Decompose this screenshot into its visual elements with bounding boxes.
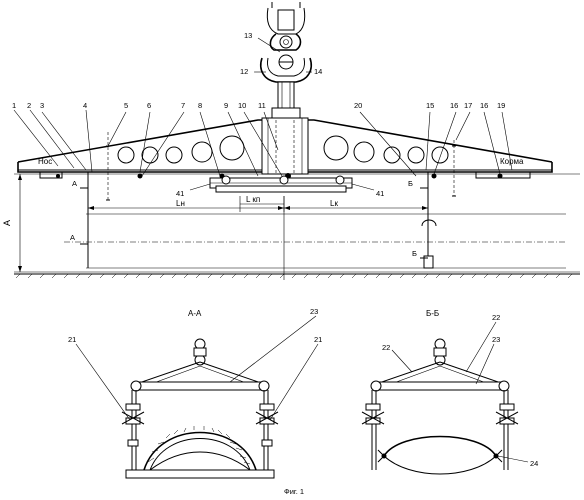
callout-13: 13 xyxy=(244,31,252,40)
callout-16a: 16 xyxy=(450,101,458,110)
callout-41a: 41 xyxy=(176,189,184,198)
label-l-stern: Lк xyxy=(330,199,338,208)
leader-lines xyxy=(13,37,513,191)
section-view-bb xyxy=(361,321,529,475)
crane-hook xyxy=(260,2,312,119)
section-mark-a-bottom: A xyxy=(70,233,75,242)
callout-20: 20 xyxy=(354,101,362,110)
callout-23a: 23 xyxy=(310,307,318,316)
label-stern: Корма xyxy=(500,157,524,166)
callout-17: 17 xyxy=(464,101,472,110)
section-mark-a-top: A xyxy=(72,179,77,188)
section-mark-b-bottom: Б xyxy=(412,249,417,258)
callout-41b: 41 xyxy=(376,189,384,198)
callout-5: 5 xyxy=(124,101,128,110)
trolley-carriage xyxy=(209,175,353,193)
callout-19: 19 xyxy=(497,101,505,110)
section-mark-b-top: Б xyxy=(408,179,413,188)
callout-3: 3 xyxy=(40,101,44,110)
callout-16b: 16 xyxy=(480,101,488,110)
callout-9: 9 xyxy=(224,101,228,110)
callout-15: 15 xyxy=(426,101,434,110)
callout-22b: 22 xyxy=(492,313,500,322)
callout-11: 11 xyxy=(258,101,266,110)
height-label: A xyxy=(2,220,12,226)
callout-10: 10 xyxy=(238,101,246,110)
callout-4: 4 xyxy=(83,101,87,110)
callout-22a: 22 xyxy=(382,343,390,352)
callout-1: 1 xyxy=(12,101,16,110)
label-l-kp: L кп xyxy=(246,195,260,204)
callout-24: 24 xyxy=(530,459,538,468)
callout-12: 12 xyxy=(240,67,248,76)
figure-caption: Фиг. 1 xyxy=(284,487,304,496)
drawing-labels: Нос Корма A A Б Б A Lн L кп Lк А-А Б-Б Ф… xyxy=(2,157,524,496)
section-cut-marks xyxy=(80,187,428,259)
callout-8: 8 xyxy=(198,101,202,110)
label-nose: Нос xyxy=(38,157,52,166)
callout-7: 7 xyxy=(181,101,185,110)
callout-21b: 21 xyxy=(314,335,322,344)
callout-21a: 21 xyxy=(68,335,76,344)
section-view-aa xyxy=(75,315,319,479)
view-title-bb: Б-Б xyxy=(426,309,439,318)
dimension-lines xyxy=(14,173,580,280)
callout-2: 2 xyxy=(27,101,31,110)
callout-14: 14 xyxy=(314,67,322,76)
traverse-beam xyxy=(17,117,553,179)
view-title-aa: А-А xyxy=(188,309,202,318)
callout-6: 6 xyxy=(147,101,151,110)
callout-23b: 23 xyxy=(492,335,500,344)
callout-numbers: 1 2 3 4 5 6 7 8 9 10 11 12 13 14 20 15 1… xyxy=(12,31,538,468)
label-l-nose: Lн xyxy=(176,199,185,208)
